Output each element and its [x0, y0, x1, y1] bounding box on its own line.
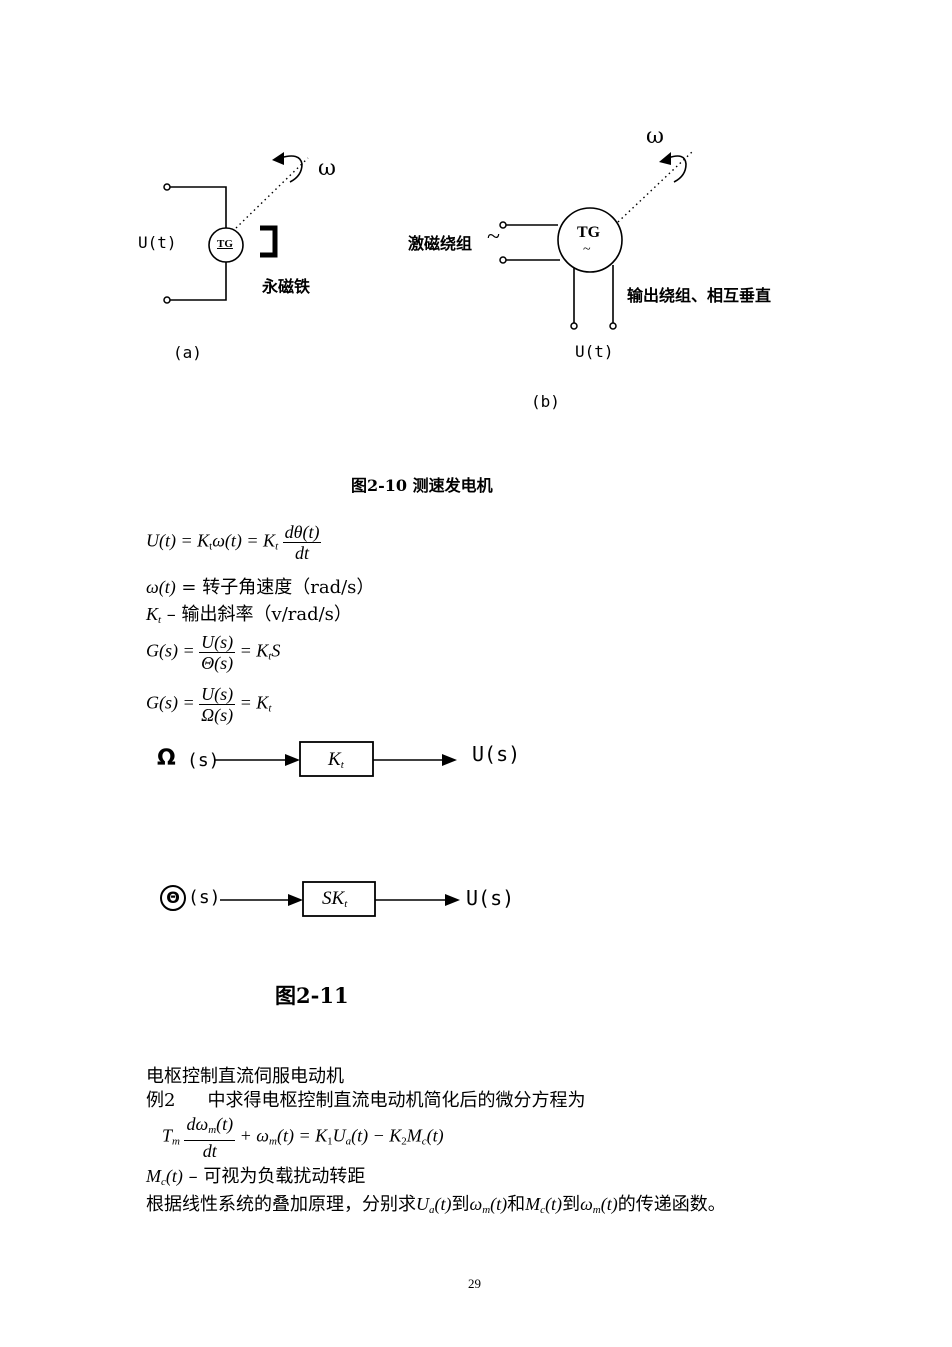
- section-title: 电枢控制直流伺服电动机: [146, 1066, 344, 1087]
- block1-output: U(s): [472, 742, 521, 766]
- terminal-out-right: [609, 322, 617, 330]
- figure-b-tilde: ~: [583, 242, 591, 257]
- figure-b-tg: TG: [577, 224, 601, 241]
- definition-mc: Mc(t) – 可视为负载扰动转距: [146, 1166, 366, 1188]
- equation-g-theta: G(s) = U(s)Θ(s) = KtS: [146, 632, 281, 673]
- figure-a-omega: ω: [318, 156, 336, 181]
- final-paragraph: 根据线性系统的叠加原理，分别求Ua(t)到ωm(t)和Mc(t)到ωm(t)的传…: [146, 1194, 726, 1216]
- block2-box: [302, 881, 376, 917]
- block1-input: Ω: [157, 746, 176, 771]
- figure-b-excitation-tilde: ~: [487, 224, 500, 250]
- figure-a: [163, 152, 309, 304]
- figure-a-ut: U(t): [138, 233, 177, 252]
- figure-caption-2-11: 图2-11: [275, 983, 349, 1008]
- equation-motor: Tm dωm(t)dt + ωm(t) = K1Ua(t) − K2Mc(t): [162, 1114, 444, 1161]
- block1-arrow-in-head: [285, 754, 300, 766]
- shaft-dotted: [235, 157, 309, 229]
- rotation-arrow: [279, 155, 303, 183]
- terminal-bottom: [163, 296, 171, 304]
- block1-input-arg: (s): [187, 750, 220, 771]
- rotation-arrow-b: [667, 155, 687, 183]
- arrow-head: [272, 152, 284, 165]
- block2-input: Θ: [160, 885, 186, 911]
- page-number: 29: [468, 1276, 481, 1291]
- terminal-top: [163, 183, 171, 191]
- definition-omega: ω(t) = 转子角速度（rad/s）: [146, 577, 375, 598]
- equation-ut: U(t) = Ktω(t) = Kt dθ(t)dt: [146, 522, 322, 563]
- figure-caption-2-10: 图2-10 测速发电机: [351, 476, 493, 495]
- terminal-exc-bottom: [499, 256, 507, 264]
- wire-top: [170, 186, 227, 228]
- block2-box-label: SKt: [322, 888, 348, 910]
- arrow-head-b: [659, 152, 671, 165]
- block2-output: U(s): [466, 886, 515, 910]
- figure-b-output: 输出绕组、相互垂直: [627, 286, 772, 305]
- terminal-exc-top: [499, 221, 507, 229]
- figure-b-ut: U(t): [575, 342, 614, 361]
- figure-b-excitation: 激磁绕组: [408, 234, 473, 253]
- block1-box-label: Kt: [328, 749, 344, 771]
- block1-diagram: [215, 741, 457, 777]
- wire-bottom: [170, 262, 227, 301]
- tg-circle-b: [557, 207, 623, 273]
- definition-k: Kt – 输出斜率（v/rad/s）: [146, 604, 352, 626]
- block2-input-arg: (s): [188, 887, 221, 908]
- figure-b-label: (b): [531, 392, 560, 411]
- block1-box: [299, 741, 374, 777]
- figure-a-tg: TG: [217, 238, 233, 250]
- magnet-icon: [260, 225, 278, 258]
- terminal-out-left: [570, 322, 578, 330]
- figure-b-omega: ω: [646, 124, 664, 149]
- figure-b: [499, 151, 693, 330]
- shaft-dotted-b: [617, 151, 693, 223]
- block2-arrow-out-head: [445, 894, 460, 906]
- tg-circle: [208, 227, 244, 263]
- block1-arrow-out-head: [442, 754, 457, 766]
- equation-g-omega: G(s) = U(s)Ω(s) = Kt: [146, 684, 272, 725]
- block2-arrow-in-head: [288, 894, 303, 906]
- figure-a-magnet: 永磁铁: [262, 277, 311, 296]
- block2-diagram: [220, 881, 460, 917]
- figure-a-label: (a): [173, 343, 202, 362]
